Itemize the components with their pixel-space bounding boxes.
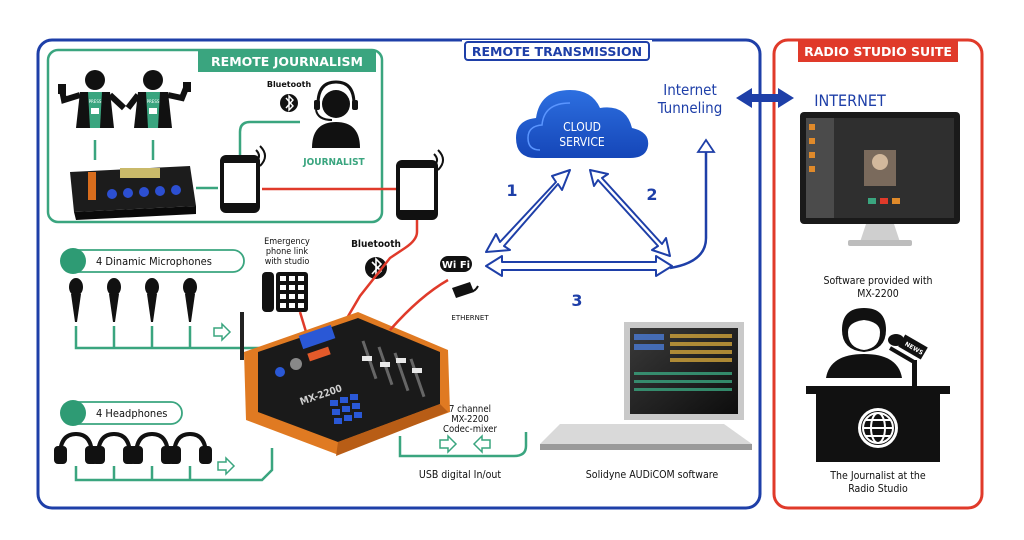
headphones-label: 4 Headphones [96,407,167,420]
headphone-icon-4 [168,431,212,464]
bluetooth-small-icon [280,94,298,112]
press-tag-label-1: PRESS [89,99,102,104]
mixer-label-3: Codec-mixer [443,424,497,435]
studio-monitor-icon [800,112,960,246]
desk-phone-icon [262,272,308,312]
microphone-icon-3 [145,278,159,322]
remote-journalism-title: REMOTE JOURNALISM [211,54,363,69]
studio-journalist-label-2: Radio Studio [848,483,908,495]
headphone-icon-2 [92,431,136,464]
laptop-icon [540,322,752,450]
cloud-service-icon [516,90,649,158]
journalist-headset-icon [312,80,360,148]
arrow-path-2 [589,169,671,257]
microphone-icon-1 [69,278,83,322]
emergency-label-3: with studio [265,257,310,267]
studio-journalist-icon [806,308,950,462]
internet-tunneling-label-2: Tunneling [657,99,723,117]
arrow-path-3 [485,255,673,277]
bluetooth-small-label: Bluetooth [267,80,312,89]
microphones-pill [60,248,245,274]
press-tag-label-2: PRESS [147,99,160,104]
software-label-2: MX-2200 [857,288,899,300]
microphones-bus-line [74,326,262,350]
microphone-icons [69,278,197,322]
journalist-label: JOURNALIST [302,157,365,168]
phone-to-mixer-red-line [338,220,419,331]
journalists-to-recorder-line [93,140,155,160]
studio-journalist-label-1: The Journalist at the [829,470,926,482]
headphones-arrow-icon [217,456,236,476]
remote-transmission-title: REMOTE TRANSMISSION [472,44,642,59]
path-2-label: 2 [646,185,657,204]
headphone-icon-1 [54,431,98,464]
headphone-icon-3 [130,431,174,464]
remote-transmission-frame [36,38,762,510]
usb-arrows-icon [439,434,491,454]
internet-label: INTERNET [814,91,886,110]
radio-studio-title: RADIO STUDIO SUITE [804,44,952,59]
mx2200-mixer [240,312,450,456]
ethernet-label: ETHERNET [451,314,489,322]
mixer-label-1: 7 channel [449,404,491,415]
radio-studio-tag [798,40,958,62]
headphones-pill [60,400,183,426]
internet-double-arrow-icon [736,88,794,108]
network-triangle-arrows [485,169,673,277]
internet-tunneling-label-1: Internet [663,81,717,99]
portable-codec-device [70,166,196,220]
cloud-label-1: CLOUD [563,120,601,134]
software-label-1: Software provided with [823,275,932,287]
press-journalist-2-icon [125,70,191,128]
cloud-label-2: SERVICE [559,135,605,149]
emergency-label-2: phone link [266,247,309,257]
microphone-icon-4 [183,278,197,322]
path-1-label: 1 [506,181,517,200]
microphones-arrow-icon [213,322,232,342]
phone-to-journalist-line [238,120,300,155]
bluetooth-label: Bluetooth [351,239,401,250]
remote-journalism-tag [198,50,376,72]
emergency-label-1: Emergency [264,237,310,247]
tunneling-line [669,152,708,270]
audicom-label: Solidyne AUDiCOM software [586,469,719,481]
headphones-bus-line [74,448,274,482]
wifi-icon [440,256,472,272]
arrow-path-1 [485,169,571,253]
laptop-to-mixer-line [398,432,528,458]
path-3-label: 3 [571,291,582,310]
wifi-label: Wi Fi [442,260,470,271]
remote-smartphone-icon [396,149,444,220]
usb-label: USB digital In/out [419,469,501,481]
mixer-to-network-line [389,278,449,331]
press-journalist-1-icon [58,70,127,128]
remote-transmission-tag [464,41,650,61]
field-smartphone-icon [220,145,266,213]
microphones-label: 4 Dinamic Microphones [96,255,212,268]
headphone-icons [54,431,212,464]
microphone-icon-2 [107,278,121,322]
tunneling-arrow-icon [696,138,716,153]
mixer-label-2: MX-2200 [451,414,489,425]
ethernet-icon [452,282,479,298]
